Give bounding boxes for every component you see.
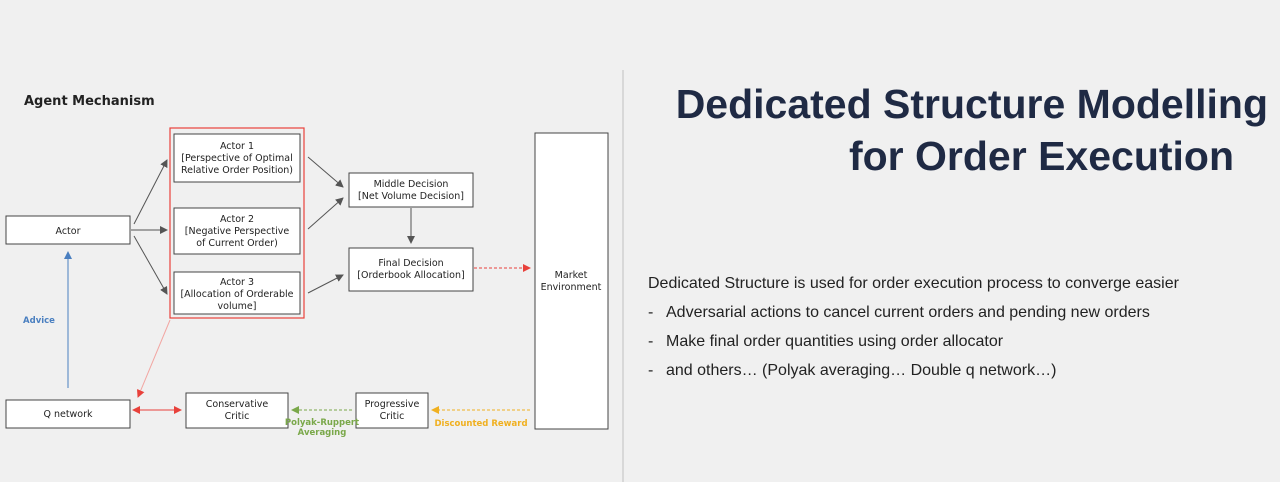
bullet-item: -Adversarial actions to cancel current o… — [648, 301, 1268, 330]
actor2-line3: of Current Order) — [196, 238, 278, 249]
polyak-label-line1: Polyak-Ruppert — [285, 418, 359, 428]
actor-box: Actor — [5, 215, 131, 245]
agent-mechanism-diagram: Agent Mechanism Actor Actor 1 [Perspecti… — [5, 94, 609, 438]
conservative-critic-box: Conservative Critic — [185, 392, 289, 429]
arrow-actors-to-qnetwork — [136, 319, 171, 398]
description-block: Dedicated Structure is used for order ex… — [648, 272, 1268, 388]
polyak-label-line2: Averaging — [298, 428, 347, 438]
bullet-item: -and others… (Polyak averaging… Double q… — [648, 359, 1268, 388]
middle-decision-box: Middle Decision [Net Volume Decision] — [348, 172, 474, 208]
advice-label: Advice — [23, 316, 55, 326]
connectors — [131, 156, 415, 295]
actor2-line2: [Negative Perspective — [185, 226, 290, 237]
bullet-text: Make final order quantities using order … — [666, 333, 1004, 350]
title-line2: for Order Execution — [848, 133, 1234, 179]
arrow-actor-to-actor3 — [133, 235, 168, 295]
final-decision-line1: Final Decision — [378, 258, 443, 269]
bullet-text: and others… (Polyak averaging… Double q … — [666, 362, 1057, 379]
actors-highlight-frame — [169, 127, 305, 319]
actor3-line2: [Allocation of Orderable — [180, 289, 293, 300]
progressive-line1: Progressive — [365, 399, 420, 410]
middle-decision-line1: Middle Decision — [374, 179, 449, 190]
actor1-line3: Relative Order Position) — [181, 165, 293, 176]
bullet-item: -Make final order quantities using order… — [648, 330, 1268, 359]
market-line2: Environment — [541, 282, 602, 293]
actor3-box: Actor 3 [Allocation of Orderable volume] — [173, 271, 301, 315]
final-decision-box: Final Decision [Orderbook Allocation] — [348, 247, 474, 292]
actor1-line2: [Perspective of Optimal — [181, 153, 293, 164]
arrow-actor-to-actor1 — [133, 159, 168, 225]
conservative-line2: Critic — [225, 411, 250, 422]
middle-decision-line2: [Net Volume Decision] — [358, 191, 464, 202]
arrow-actor3-to-final — [307, 274, 344, 294]
actor3-line1: Actor 3 — [220, 277, 254, 288]
actor1-line1: Actor 1 — [220, 141, 254, 152]
actor1-box: Actor 1 [Perspective of Optimal Relative… — [173, 133, 301, 183]
conservative-line1: Conservative — [206, 399, 269, 410]
actor3-line3: volume] — [218, 301, 257, 312]
actor-label: Actor — [56, 226, 81, 237]
arrow-actor1-to-middle — [307, 156, 344, 188]
progressive-critic-box: Progressive Critic — [355, 392, 429, 429]
panel-divider — [622, 70, 624, 482]
market-line1: Market — [555, 270, 588, 281]
q-network-label: Q network — [43, 409, 93, 420]
title-line1: Dedicated Structure Modelling — [675, 81, 1268, 127]
description-intro: Dedicated Structure is used for order ex… — [648, 275, 1179, 292]
page-title: Dedicated Structure Modelling for Order … — [628, 78, 1268, 182]
market-environment-box: Market Environment — [534, 132, 609, 430]
actor2-box: Actor 2 [Negative Perspective of Current… — [173, 207, 301, 255]
reward-label: Discounted Reward — [434, 419, 527, 429]
progressive-line2: Critic — [380, 411, 405, 422]
diagram-heading: Agent Mechanism — [24, 94, 155, 109]
bullet-text: Adversarial actions to cancel current or… — [666, 304, 1150, 321]
q-network-box: Q network — [5, 399, 131, 429]
final-decision-line2: [Orderbook Allocation] — [357, 270, 464, 281]
actor2-line1: Actor 2 — [220, 214, 254, 225]
arrow-actor2-to-middle — [307, 197, 344, 230]
